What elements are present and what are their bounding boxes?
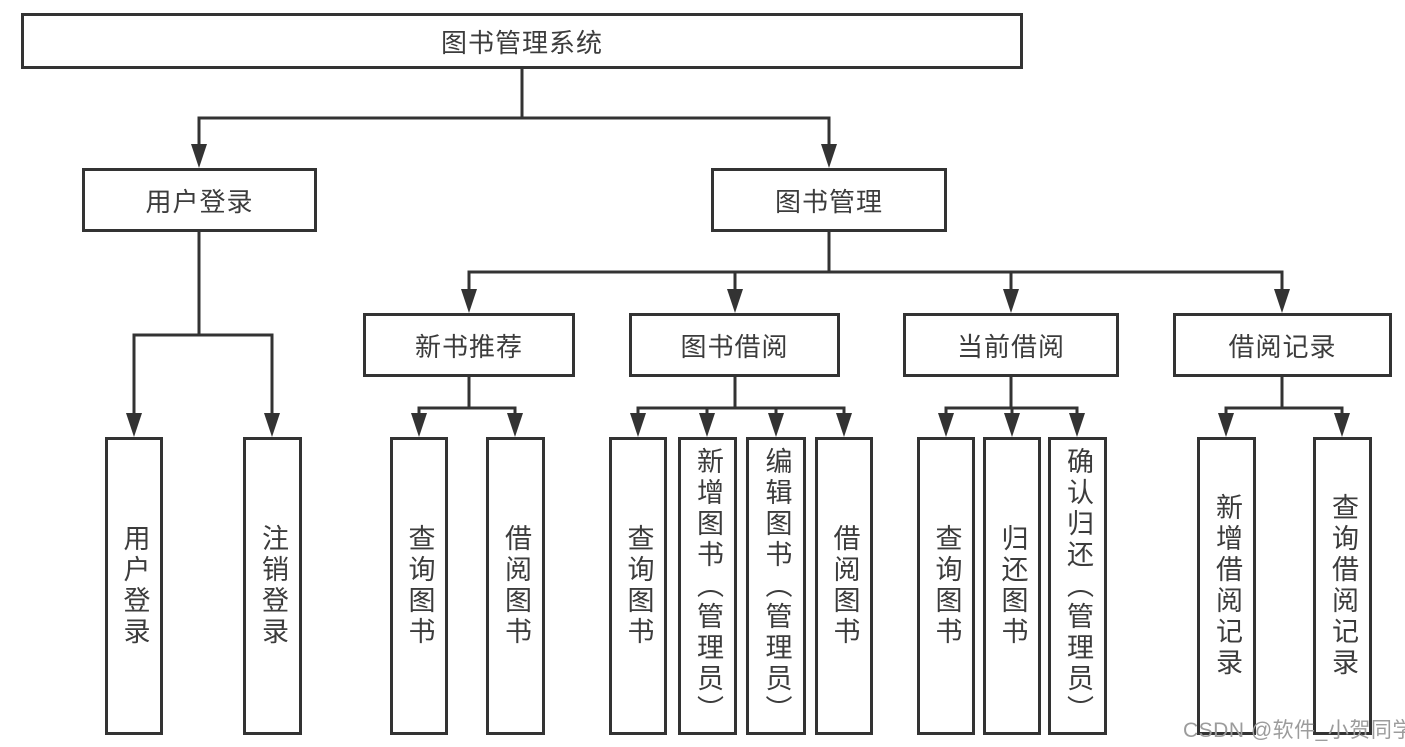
node-label: 借阅记录 <box>1228 331 1337 362</box>
watermark-text: CSDN @软件_小贺同学 <box>1183 719 1405 742</box>
node-label: 新书推荐 <box>414 331 523 362</box>
node-label: 查询图书 <box>404 524 435 648</box>
node-label: 图书管理 <box>774 186 883 217</box>
node-label: 当前借阅 <box>956 331 1065 362</box>
node-label: 确认归还（管理员） <box>1063 446 1093 726</box>
node-label: 查询图书 <box>623 524 654 648</box>
node-label: 查询图书 <box>931 524 962 648</box>
node-label: 注销登录 <box>258 524 288 648</box>
node-library-management-system: 图书管理系统 <box>21 13 1023 69</box>
node-book-borrowing: 图书借阅 <box>629 313 840 377</box>
node-new-book-recommend: 新书推荐 <box>363 313 575 377</box>
node-label: 新增借阅记录 <box>1212 493 1242 679</box>
leaf-borrow-books-borrowing: 借阅图书 <box>815 437 873 735</box>
leaf-add-book-admin: 新增图书（管理员） <box>678 437 737 735</box>
leaf-query-books-borrowing: 查询图书 <box>609 437 667 735</box>
leaf-query-books-current: 查询图书 <box>917 437 975 735</box>
leaf-query-books-recommend: 查询图书 <box>390 437 448 735</box>
node-label: 用户登录 <box>145 186 254 217</box>
node-label: 编辑图书（管理员） <box>761 446 792 726</box>
node-label: 图书管理系统 <box>440 27 603 58</box>
leaf-logout: 注销登录 <box>243 437 302 735</box>
leaf-add-borrow-record: 新增借阅记录 <box>1197 437 1256 735</box>
leaf-query-borrow-record: 查询借阅记录 <box>1313 437 1372 735</box>
leaf-return-books: 归还图书 <box>983 437 1041 735</box>
leaf-edit-book-admin: 编辑图书（管理员） <box>746 437 806 735</box>
node-label: 借阅图书 <box>501 524 531 648</box>
leaf-borrow-books-recommend: 借阅图书 <box>486 437 545 735</box>
node-current-borrowing: 当前借阅 <box>903 313 1119 377</box>
leaf-confirm-return-admin: 确认归还（管理员） <box>1048 437 1107 735</box>
node-user-login: 用户登录 <box>82 168 317 232</box>
node-label: 图书借阅 <box>680 331 789 362</box>
node-label: 归还图书 <box>997 524 1028 648</box>
node-borrowing-records: 借阅记录 <box>1173 313 1392 377</box>
leaf-user-login: 用户登录 <box>105 437 163 735</box>
node-book-management: 图书管理 <box>711 168 947 232</box>
node-label: 借阅图书 <box>829 524 860 648</box>
node-label: 新增图书（管理员） <box>693 446 723 726</box>
node-label: 查询借阅记录 <box>1328 493 1358 679</box>
node-label: 用户登录 <box>119 524 150 648</box>
